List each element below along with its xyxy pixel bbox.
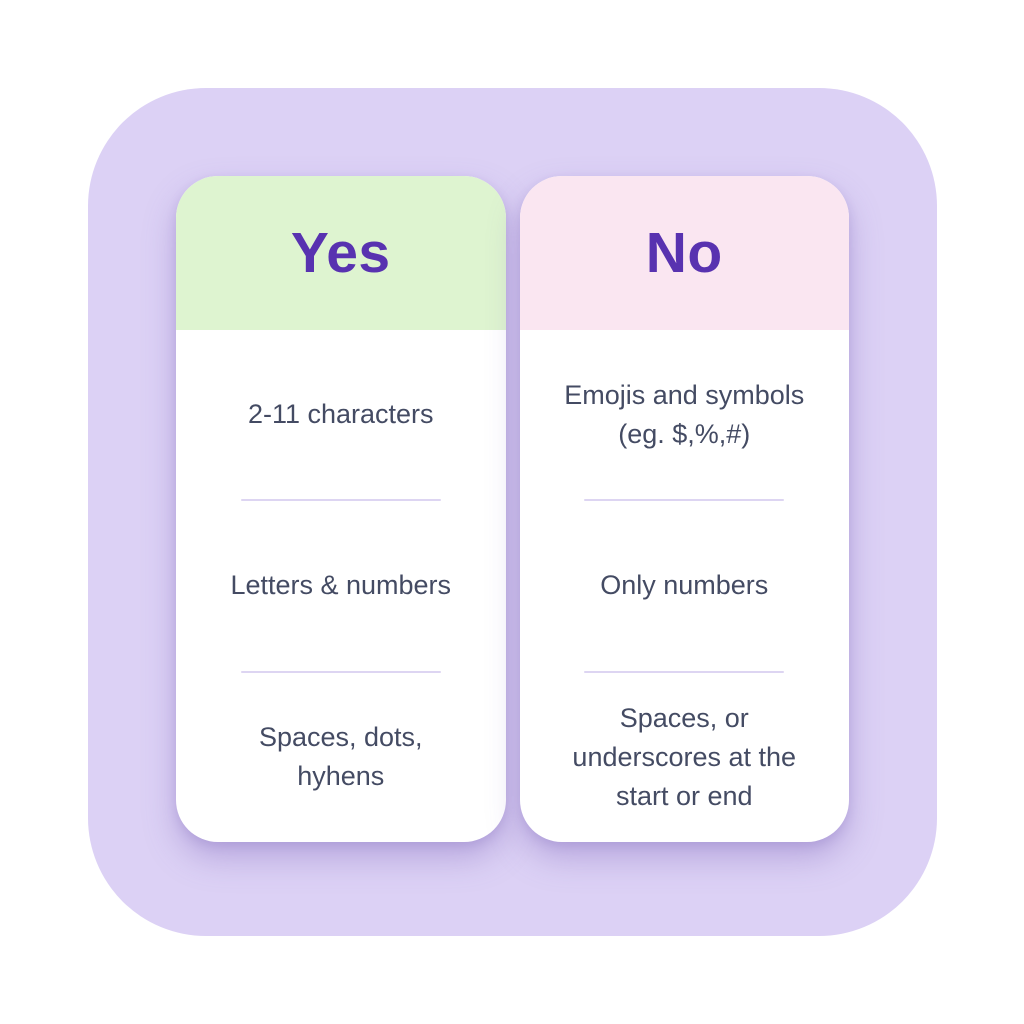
divider: [240, 670, 441, 673]
yes-card-body: 2-11 characters Letters & numbers Spaces…: [176, 330, 506, 842]
yes-card-title: Yes: [290, 221, 391, 285]
comparison-panel: Yes 2-11 characters Letters & numbers Sp…: [88, 88, 937, 936]
divider: [240, 499, 441, 502]
list-item-yes-1: 2-11 characters: [247, 399, 434, 430]
divider: [584, 499, 785, 502]
no-card-title: No: [645, 221, 723, 285]
no-card-body: Emojis and symbols(eg. $,%,#) Only numbe…: [520, 330, 850, 842]
list-item-yes-3: Spaces, dots,hyhens: [258, 722, 423, 792]
divider: [584, 670, 785, 673]
list-item-no-2: Only numbers: [600, 570, 769, 601]
list-item-no-1: Emojis and symbols(eg. $,%,#): [564, 379, 805, 449]
no-card: No Emojis and symbols(eg. $,%,#) Only nu…: [519, 176, 850, 842]
yes-card: Yes 2-11 characters Letters & numbers Sp…: [176, 176, 506, 842]
yes-card-header: Yes: [176, 176, 506, 330]
no-card-header: No: [519, 176, 849, 330]
list-item-yes-2: Letters & numbers: [230, 570, 452, 601]
